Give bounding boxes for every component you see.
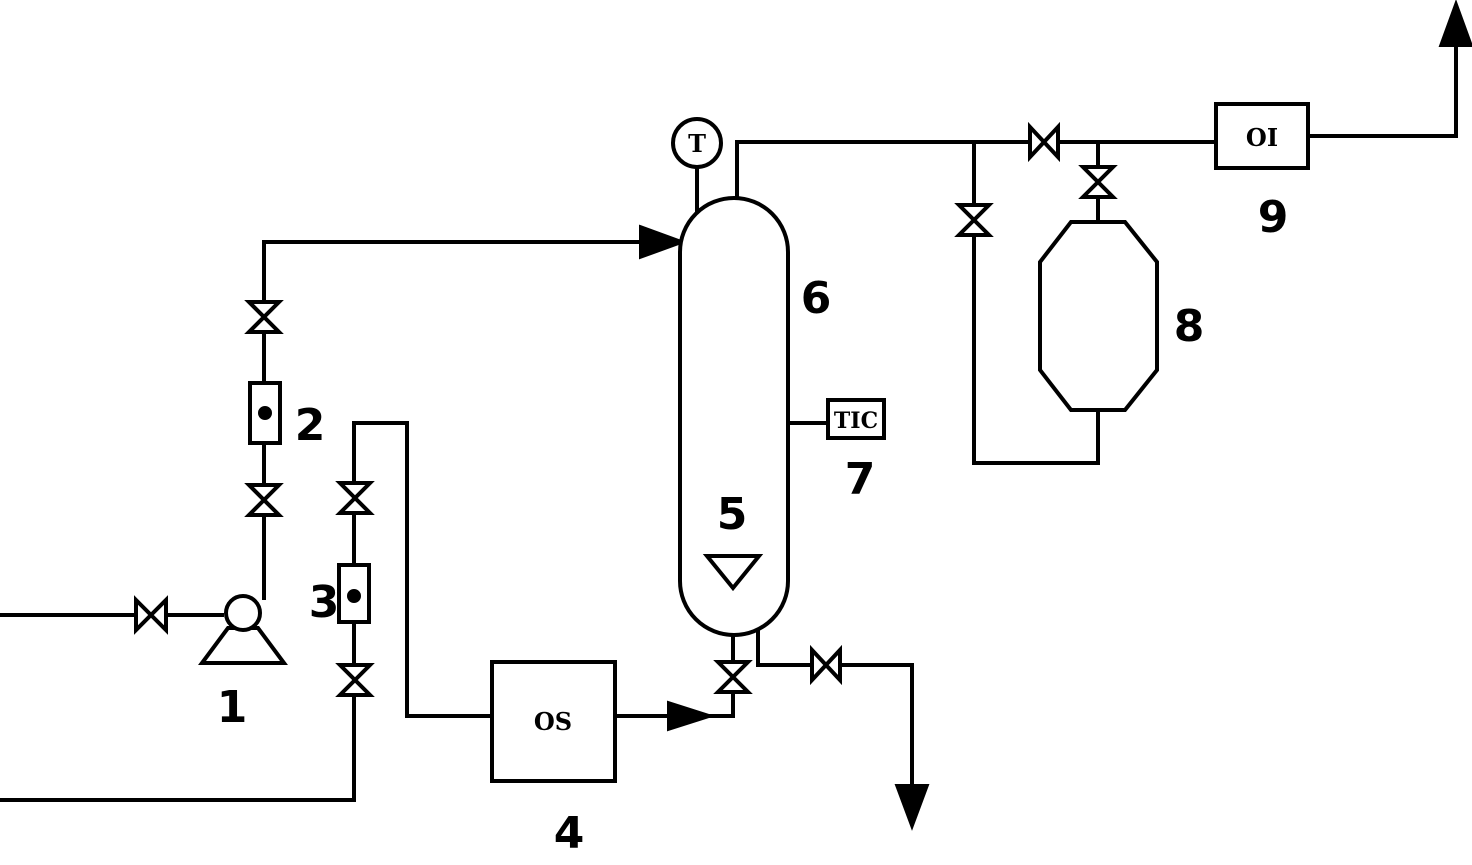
valve-icon[interactable] <box>713 660 753 694</box>
vent-pipe <box>1306 40 1458 138</box>
temperature-controller-tag: TIC <box>834 408 878 434</box>
outlet-arrow-icon <box>894 784 930 831</box>
rotameter-float-icon <box>258 406 272 420</box>
ozone-generator <box>490 660 617 783</box>
valve-icon[interactable] <box>954 203 994 237</box>
valve-icon[interactable] <box>335 663 375 697</box>
temperature-gauge-icon <box>671 117 723 169</box>
label-flowmeter-a: 2 <box>295 400 326 451</box>
drain-pipe <box>756 626 914 790</box>
vent-arrow-icon <box>1438 0 1472 47</box>
pump-icon[interactable] <box>224 594 262 632</box>
pump-base-icon <box>198 626 288 665</box>
ozone-generator-tag: OS <box>534 707 572 736</box>
buffer-tank <box>1038 220 1159 412</box>
temperature-gauge-tag: T <box>688 129 706 158</box>
offgas-pipe <box>735 140 1218 200</box>
flow-arrow-icon <box>667 700 716 732</box>
label-distributor: 5 <box>717 489 748 540</box>
flowmeter-2 <box>248 381 282 445</box>
ozone-analyzer-tag: OI <box>1246 123 1278 152</box>
temperature-controller <box>826 398 886 440</box>
label-flowmeter-b: 3 <box>309 577 340 628</box>
valve-icon[interactable] <box>810 644 842 686</box>
label-ozone-generator: 4 <box>554 808 585 859</box>
reactor-column <box>678 196 790 637</box>
valve-icon[interactable] <box>335 481 375 515</box>
label-temp-controller: 7 <box>845 454 876 505</box>
gas-supply-pipe <box>0 421 494 802</box>
flow-arrow-icon <box>639 224 687 260</box>
valve-icon[interactable] <box>244 300 284 334</box>
label-ozone-analyzer: 9 <box>1258 192 1289 243</box>
valve-icon[interactable] <box>134 595 168 635</box>
label-reactor: 6 <box>801 273 832 324</box>
valve-icon[interactable] <box>244 483 284 517</box>
rotameter-float-icon <box>347 589 361 603</box>
valve-icon[interactable] <box>1078 165 1118 199</box>
label-buffer-tank: 8 <box>1174 301 1205 352</box>
gas-distributor-icon <box>702 554 764 592</box>
label-pump: 1 <box>217 682 248 733</box>
liquid-line-to-reactor <box>262 240 652 600</box>
valve-icon[interactable] <box>1028 121 1060 163</box>
bypass-pipe <box>972 140 1100 465</box>
ozone-analyzer <box>1214 102 1310 170</box>
